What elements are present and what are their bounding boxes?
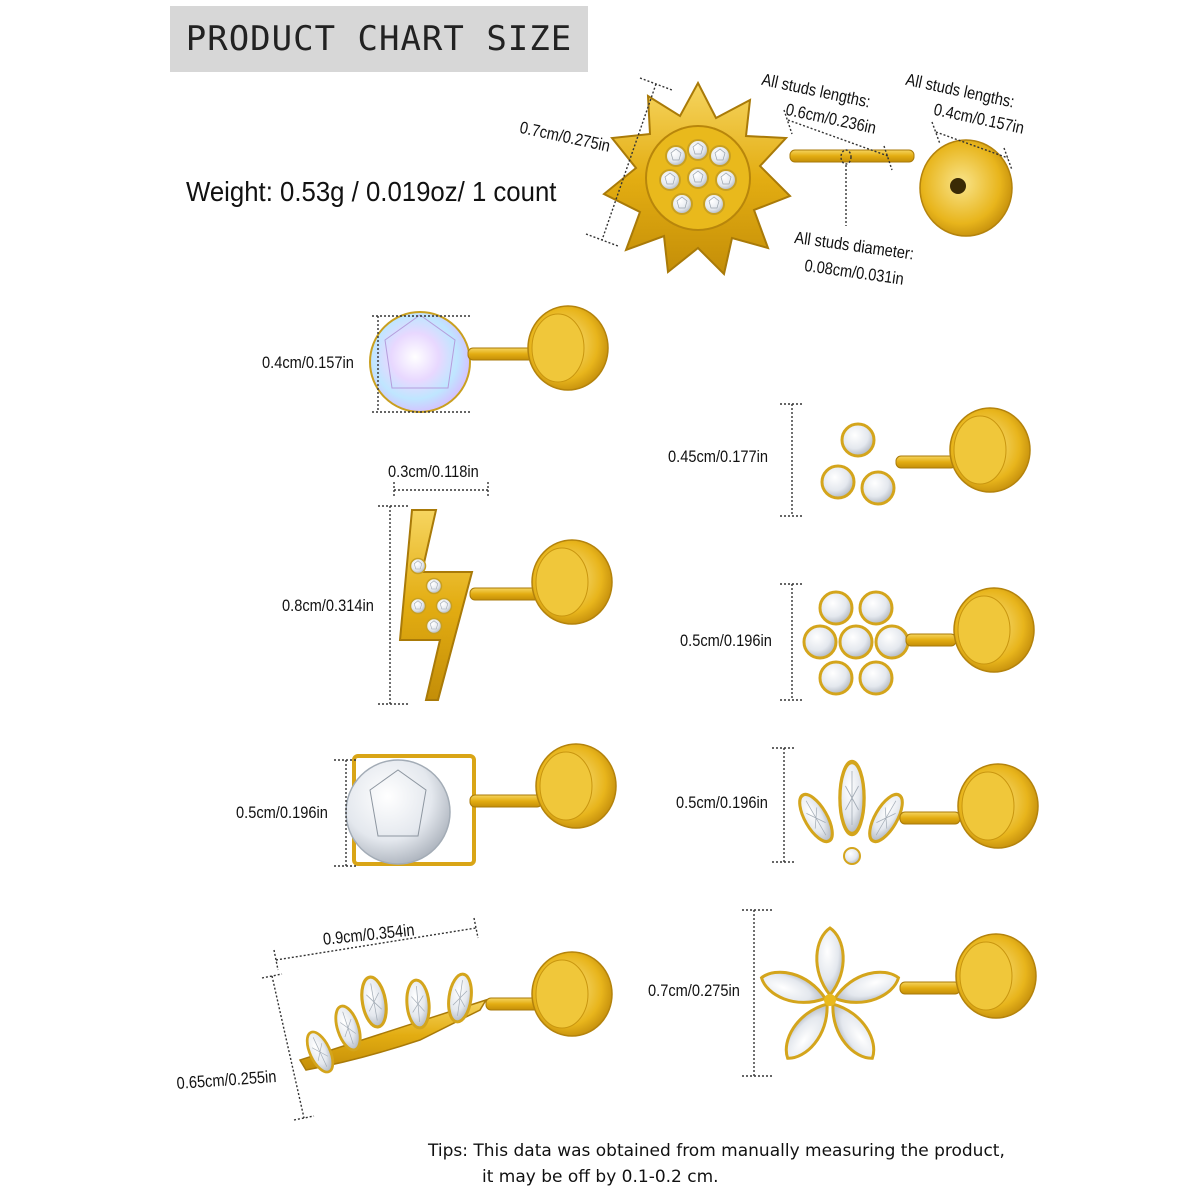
lotus-height-label: 0.5cm/0.196in [676, 793, 768, 812]
round-ab-stud [369, 305, 609, 413]
page-title: PRODUCT CHART SIZE [185, 19, 573, 59]
tips-line-1: Tips: This data was obtained from manual… [428, 1141, 1005, 1161]
trio-height-label: 0.45cm/0.177in [668, 447, 768, 466]
square-round-stud [345, 743, 617, 866]
square-height-label: 0.5cm/0.196in [236, 803, 328, 822]
climber-stud [298, 951, 613, 1078]
sun-stud [602, 80, 1013, 276]
round-ab-height-label: 0.4cm/0.157in [262, 353, 354, 372]
bolt-height-label: 0.8cm/0.314in [282, 596, 374, 615]
flower-stud [802, 587, 1035, 696]
lightning-stud [398, 509, 613, 701]
weight-text: Weight: 0.53g / 0.019oz/ 1 count [186, 176, 557, 207]
lotus-stud [791, 762, 1039, 865]
petal-height-label: 0.7cm/0.275in [648, 981, 740, 1000]
flower-height-label: 0.5cm/0.196in [680, 631, 772, 650]
tips-line-2: it may be off by 0.1-0.2 cm. [482, 1167, 719, 1187]
dimension-lines [261, 77, 1013, 1121]
title-banner: PRODUCT CHART SIZE [170, 6, 588, 72]
trio-stud [820, 407, 1031, 506]
bolt-width-label: 0.3cm/0.118in [388, 462, 479, 481]
petal-flower-stud [759, 926, 1037, 1060]
tips-note: Tips: This data was obtained from manual… [428, 1138, 1005, 1190]
